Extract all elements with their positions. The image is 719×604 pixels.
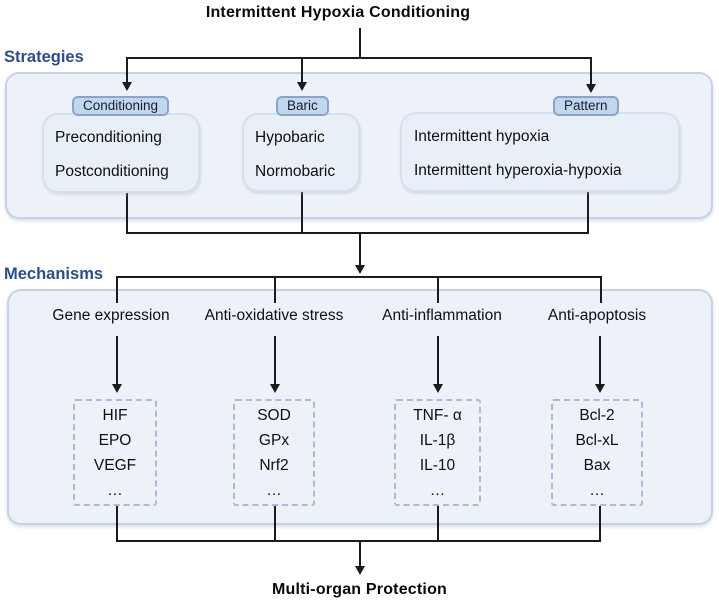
factor-item: TNF- α	[413, 407, 462, 424]
conditioning-tag: Conditioning	[72, 96, 170, 116]
factor-item: GPx	[258, 432, 290, 449]
pattern-card: Intermittent hypoxia Intermittent hypero…	[400, 112, 680, 192]
strategies-section-label: Strategies	[4, 48, 84, 66]
conditioning-card: Preconditioning Postconditioning	[42, 113, 200, 193]
anti-oxidative-factors-box: SOD GPx Nrf2 …	[233, 399, 315, 506]
factor-item: VEGF	[93, 457, 137, 474]
factor-item: SOD	[257, 407, 291, 424]
factor-item: …	[266, 482, 282, 499]
strategy-item: Preconditioning	[55, 129, 162, 146]
strategy-item: Intermittent hypoxia	[414, 128, 550, 145]
strategy-item: Hypobaric	[255, 129, 325, 146]
factor-item: Nrf2	[259, 457, 289, 474]
mechanism-header-gene-expression: Gene expression	[52, 307, 170, 324]
strategy-item: Intermittent hyperoxia-hypoxia	[414, 162, 622, 179]
factor-item: …	[429, 482, 446, 499]
anti-inflammation-factors-box: TNF- α IL-1β IL-10 …	[394, 399, 481, 506]
mechanism-header-anti-apoptosis: Anti-apoptosis	[547, 307, 647, 324]
mechanism-header-anti-oxidative-stress: Anti-oxidative stress	[204, 307, 344, 324]
pattern-tag: Pattern	[553, 96, 619, 116]
mechanisms-section-label: Mechanisms	[4, 265, 104, 283]
diagram-title: Intermittent Hypoxia Conditioning	[205, 4, 471, 21]
baric-card: Hypobaric Normobaric	[242, 113, 360, 192]
factor-item: Bax	[583, 457, 611, 474]
factor-item: Bcl-2	[579, 407, 615, 424]
factor-item: …	[589, 482, 605, 499]
arrow-down-icon	[355, 232, 365, 274]
footer-title: Multi-organ Protection	[271, 581, 448, 598]
baric-tag: Baric	[276, 96, 329, 116]
gene-expression-factors-box: HIF EPO VEGF …	[73, 399, 157, 506]
strategy-item: Normobaric	[255, 163, 336, 180]
anti-apoptosis-factors-box: Bcl-2 Bcl-xL Bax …	[551, 399, 643, 506]
factor-item: EPO	[98, 432, 132, 449]
arrow-down-icon	[355, 540, 365, 575]
mechanism-header-anti-inflammation: Anti-inflammation	[382, 307, 502, 324]
factor-item: IL-10	[419, 457, 456, 474]
strategy-item: Postconditioning	[55, 163, 169, 180]
factor-item: IL-1β	[419, 432, 456, 449]
factor-item: HIF	[102, 407, 128, 424]
factor-item: …	[107, 482, 123, 499]
mechanisms-panel	[7, 289, 713, 525]
factor-item: Bcl-xL	[575, 432, 619, 449]
